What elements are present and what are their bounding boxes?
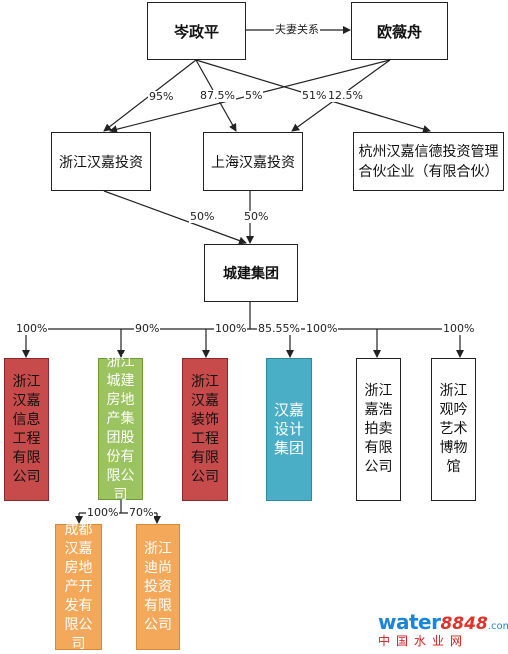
pct-group-auction: 100% bbox=[305, 322, 339, 335]
subsidiary-hanjia-info: 浙江汉嘉信息工程有限公司 bbox=[4, 358, 49, 501]
pct-group-decor: 100% bbox=[214, 322, 248, 335]
pct-re-chengdu: 100% bbox=[86, 506, 120, 519]
pct-group-realestate: 90% bbox=[134, 322, 161, 335]
pct-cen-shanghai: 87.5% bbox=[199, 89, 236, 102]
subsidiary-guanyin-museum: 浙江观吟艺术博物馆 bbox=[431, 358, 476, 501]
subsidiary-hanjia-decoration: 浙江汉嘉装饰工程有限公司 bbox=[182, 358, 228, 501]
subsidiary-chengdu-hanjia-realestate: 成都汉嘉房地产开发有限公司 bbox=[55, 522, 102, 652]
person-cen-zhengping: 岑政平 bbox=[147, 2, 246, 60]
holding-zhejiang-hanjia: 浙江汉嘉投资 bbox=[51, 132, 151, 191]
subsidiary-chengjian-realestate: 浙江城建房地产集团股份有限公司 bbox=[98, 354, 143, 503]
pct-cen-zhejiang: 95% bbox=[148, 90, 175, 103]
logo-number: 8848 bbox=[440, 614, 488, 634]
pct-ou-shanghai: 5% bbox=[244, 89, 264, 102]
logo-dotcom: .com bbox=[487, 621, 508, 632]
pct-re-dishang: 70% bbox=[128, 506, 155, 519]
chengjian-group: 城建集团 bbox=[204, 244, 298, 302]
holding-hangzhou-hanjia-xinde: 杭州汉嘉信德投资管理合伙企业（有限合伙） bbox=[353, 132, 504, 191]
logo-word: water bbox=[378, 610, 441, 634]
pct-group-design: 85.55% bbox=[257, 322, 301, 335]
person-ou-weizhou: 欧薇舟 bbox=[351, 2, 448, 60]
subsidiary-hanjia-design: 汉嘉设计集团 bbox=[266, 358, 312, 501]
pct-ou-zhejiang: 51% bbox=[301, 89, 328, 102]
subsidiary-dishang-investment: 浙江迪尚投资有限公司 bbox=[136, 524, 180, 650]
pct-zhejiang-group: 50% bbox=[189, 210, 216, 223]
pct-cen-hangzhou: 12.5% bbox=[327, 89, 364, 102]
spouse-relation-label: 夫妻关系 bbox=[274, 23, 320, 36]
holding-shanghai-hanjia: 上海汉嘉投资 bbox=[203, 132, 303, 191]
logo-cn-name: 中国水业网 bbox=[378, 634, 469, 648]
water8848-logo: water8848.com 中国水业网 bbox=[378, 610, 508, 650]
pct-shanghai-group: 50% bbox=[243, 210, 270, 223]
subsidiary-jiahao-auction: 浙江嘉浩拍卖有限公司 bbox=[356, 358, 401, 501]
pct-group-museum: 100% bbox=[442, 322, 476, 335]
edge-zhejiang-group bbox=[103, 190, 247, 245]
pct-group-info: 100% bbox=[15, 322, 49, 335]
